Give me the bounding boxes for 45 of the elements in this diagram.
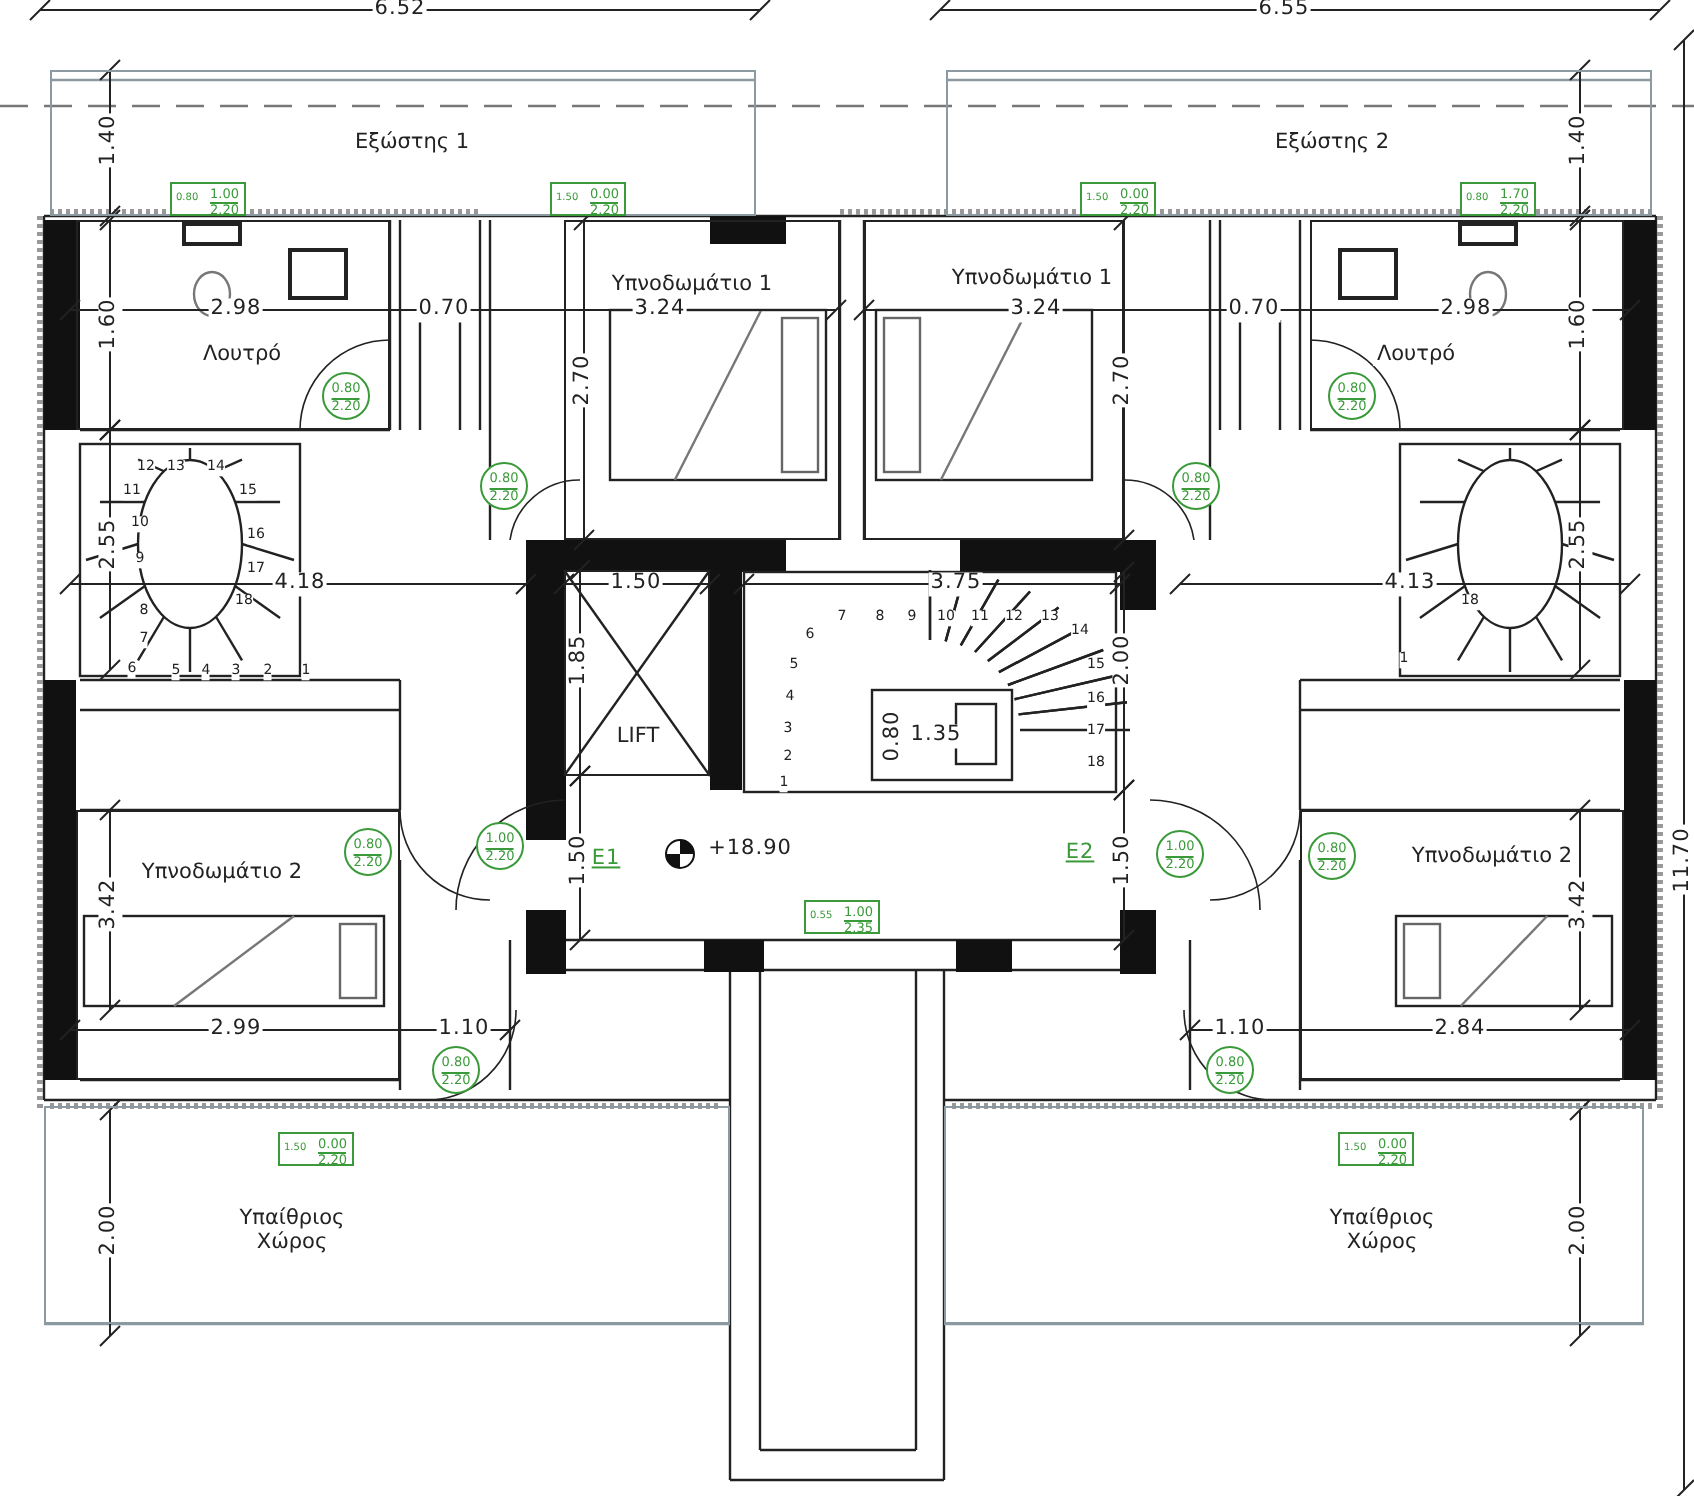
dimension-label: 0.70: [1226, 298, 1282, 322]
door-tag: [1206, 1046, 1254, 1094]
door-tag: [480, 462, 528, 510]
room-name: Υπνοδωμάτιο 1: [607, 271, 777, 297]
door-tag: [322, 372, 370, 420]
door-tag: [1156, 830, 1204, 878]
balcony: [50, 70, 756, 216]
dimension-label: 3.42: [98, 876, 122, 932]
door-tag: [476, 822, 524, 870]
dimension-label: 1.35: [908, 724, 964, 748]
dimension-label: 3.24: [1008, 298, 1064, 322]
dimension-label: 11.70: [1672, 825, 1694, 895]
room-name: Λουτρό: [1372, 341, 1460, 367]
dimension-label: 2.98: [1438, 298, 1494, 322]
dimension-label: 1.60: [1568, 296, 1592, 352]
entrance-label: E2: [1063, 842, 1097, 866]
window-tag: [170, 182, 246, 216]
door-tag: [1172, 462, 1220, 510]
outdoor-area: [944, 1106, 1644, 1324]
door-tag: [1328, 372, 1376, 420]
dimension-label: 1.60: [98, 296, 122, 352]
door-tag: [1308, 832, 1356, 880]
balcony: [946, 70, 1652, 216]
window-tag: [278, 1132, 354, 1166]
window-tag: [1338, 1132, 1414, 1166]
dimension-label: 3.42: [1568, 876, 1592, 932]
dimension-label: 4.13: [1382, 572, 1438, 596]
dimension-label: 2.55: [98, 516, 122, 572]
window-tag: [804, 900, 880, 934]
window-tag: [1080, 182, 1156, 216]
room-name: Υπνοδωμάτιο 2: [137, 859, 307, 885]
dimension-label: 2.55: [1568, 516, 1592, 572]
door-tag: [344, 828, 392, 876]
dimension-label: 3.75: [928, 572, 984, 596]
outdoor-area: [44, 1106, 730, 1324]
dimension-label: 0.70: [416, 298, 472, 322]
room-name: Υπνοδωμάτιο 2: [1407, 843, 1577, 869]
room-name: Λουτρό: [198, 341, 286, 367]
window-tag: [550, 182, 626, 216]
dimension-label: 4.18: [272, 572, 328, 596]
entrance-label: E1: [589, 848, 623, 872]
dimension-label: 2.98: [208, 298, 264, 322]
room-name: Υπνοδωμάτιο 1: [947, 265, 1117, 291]
window-tag: [1460, 182, 1536, 216]
door-tag: [432, 1046, 480, 1094]
